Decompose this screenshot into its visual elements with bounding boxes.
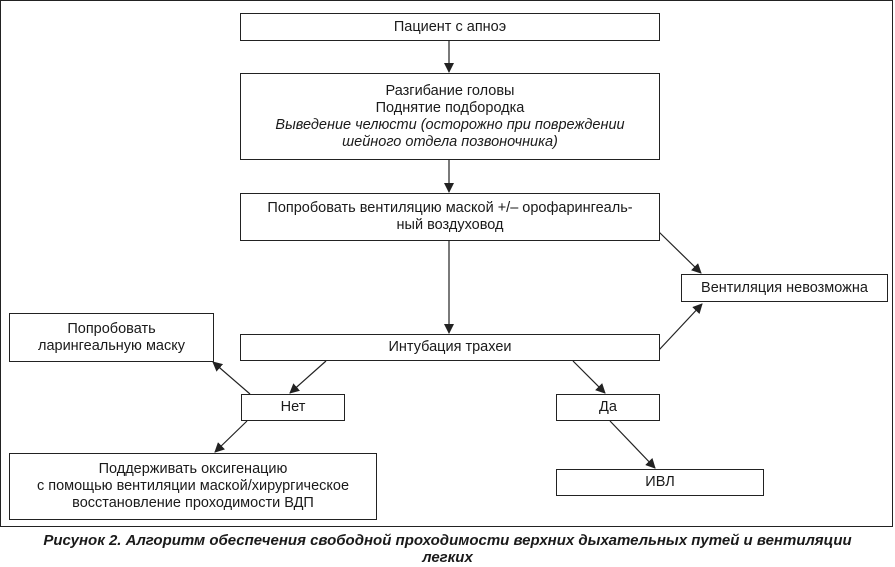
mask-ventilation-box: Попробовать вентиляцию маской +/– орофар…	[240, 193, 660, 241]
arrow-intubation-to-impossible	[658, 303, 703, 351]
maneuver-jaw-thrust: Выведение челюсти (осторожно при поврежд…	[275, 116, 625, 133]
caption-line2: легких	[422, 549, 473, 566]
laryngeal-mask-box: Попробовать ларингеальную маску	[9, 313, 214, 362]
no-box: Нет	[241, 394, 345, 421]
yes-box: Да	[556, 394, 660, 421]
arrow-mask-to-impossible	[658, 231, 702, 274]
ivl-box: ИВЛ	[556, 469, 764, 496]
intubation-label: Интубация трахеи	[388, 339, 512, 355]
maneuver-head-tilt: Разгибание головы	[385, 82, 515, 99]
oxygenation-line2: с помощью вентиляции маской/хирургическо…	[36, 478, 350, 494]
start-label: Пациент с апноэ	[393, 18, 507, 35]
airway-maneuvers-box: Разгибание головы Поднятие подбородка Вы…	[240, 73, 660, 160]
mask-ventilation-line2: ный воздуховод	[396, 217, 504, 233]
figure-caption: Рисунок 2. Алгоритм обеспечения свободно…	[0, 532, 895, 566]
arrow-no-to-laryngeal	[212, 361, 251, 395]
maneuver-jaw-thrust-note: шейного отдела позвоночника)	[342, 133, 558, 150]
caption-line1: Рисунок 2. Алгоритм обеспечения свободно…	[43, 532, 852, 549]
oxygenation-line3: восстановление проходимости ВДП	[72, 495, 314, 511]
intubation-box: Интубация трахеи	[240, 334, 660, 361]
ventilation-impossible-box: Вентиляция невозможна	[681, 274, 888, 302]
laryngeal-mask-line2: ларингеальную маску	[37, 337, 185, 354]
laryngeal-mask-line1: Попробовать	[67, 320, 156, 337]
ventilation-impossible-label: Вентиляция невозможна	[701, 279, 868, 296]
oxygenation-line1: Поддерживать оксигенацию	[98, 461, 288, 477]
maneuver-chin-lift: Поднятие подбородка	[375, 99, 525, 116]
no-label: Нет	[280, 399, 306, 415]
mask-ventilation-line1: Попробовать вентиляцию маской +/– орофар…	[267, 200, 633, 216]
arrow-intubation-to-yes	[572, 360, 606, 394]
arrow-no-to-oxygenation	[214, 420, 248, 453]
oxygenation-box: Поддерживать оксигенацию с помощью венти…	[9, 453, 377, 520]
arrow-intubation-to-no	[289, 360, 327, 394]
arrow-yes-to-ivl	[609, 420, 656, 469]
diagram-frame	[0, 0, 893, 527]
ivl-label: ИВЛ	[645, 474, 675, 490]
yes-label: Да	[599, 399, 617, 415]
start-box: Пациент с апноэ	[240, 13, 660, 41]
